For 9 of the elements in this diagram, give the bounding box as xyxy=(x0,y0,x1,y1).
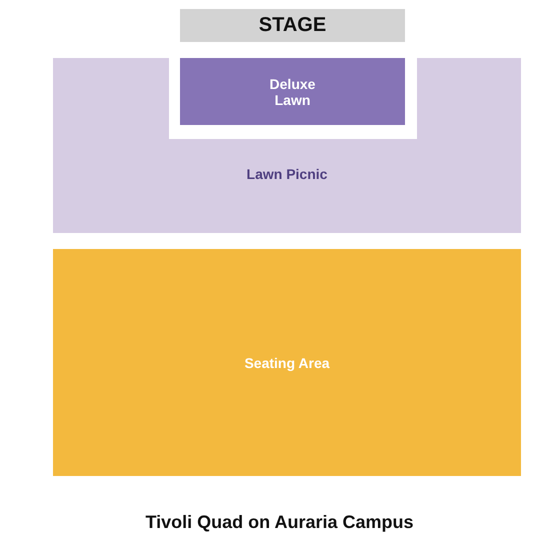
area-label: Lawn Picnic xyxy=(246,166,328,182)
deluxe-lawn-area xyxy=(180,58,405,125)
lawn-area xyxy=(53,58,521,233)
area-label: Deluxe Lawn xyxy=(268,76,316,108)
venue-caption: Tivoli Quad on Auraria Campus xyxy=(144,512,415,533)
stage-area xyxy=(180,9,405,42)
seating-area xyxy=(53,249,521,476)
area-label: STAGE xyxy=(258,14,326,37)
area-label: Seating Area xyxy=(244,354,330,370)
